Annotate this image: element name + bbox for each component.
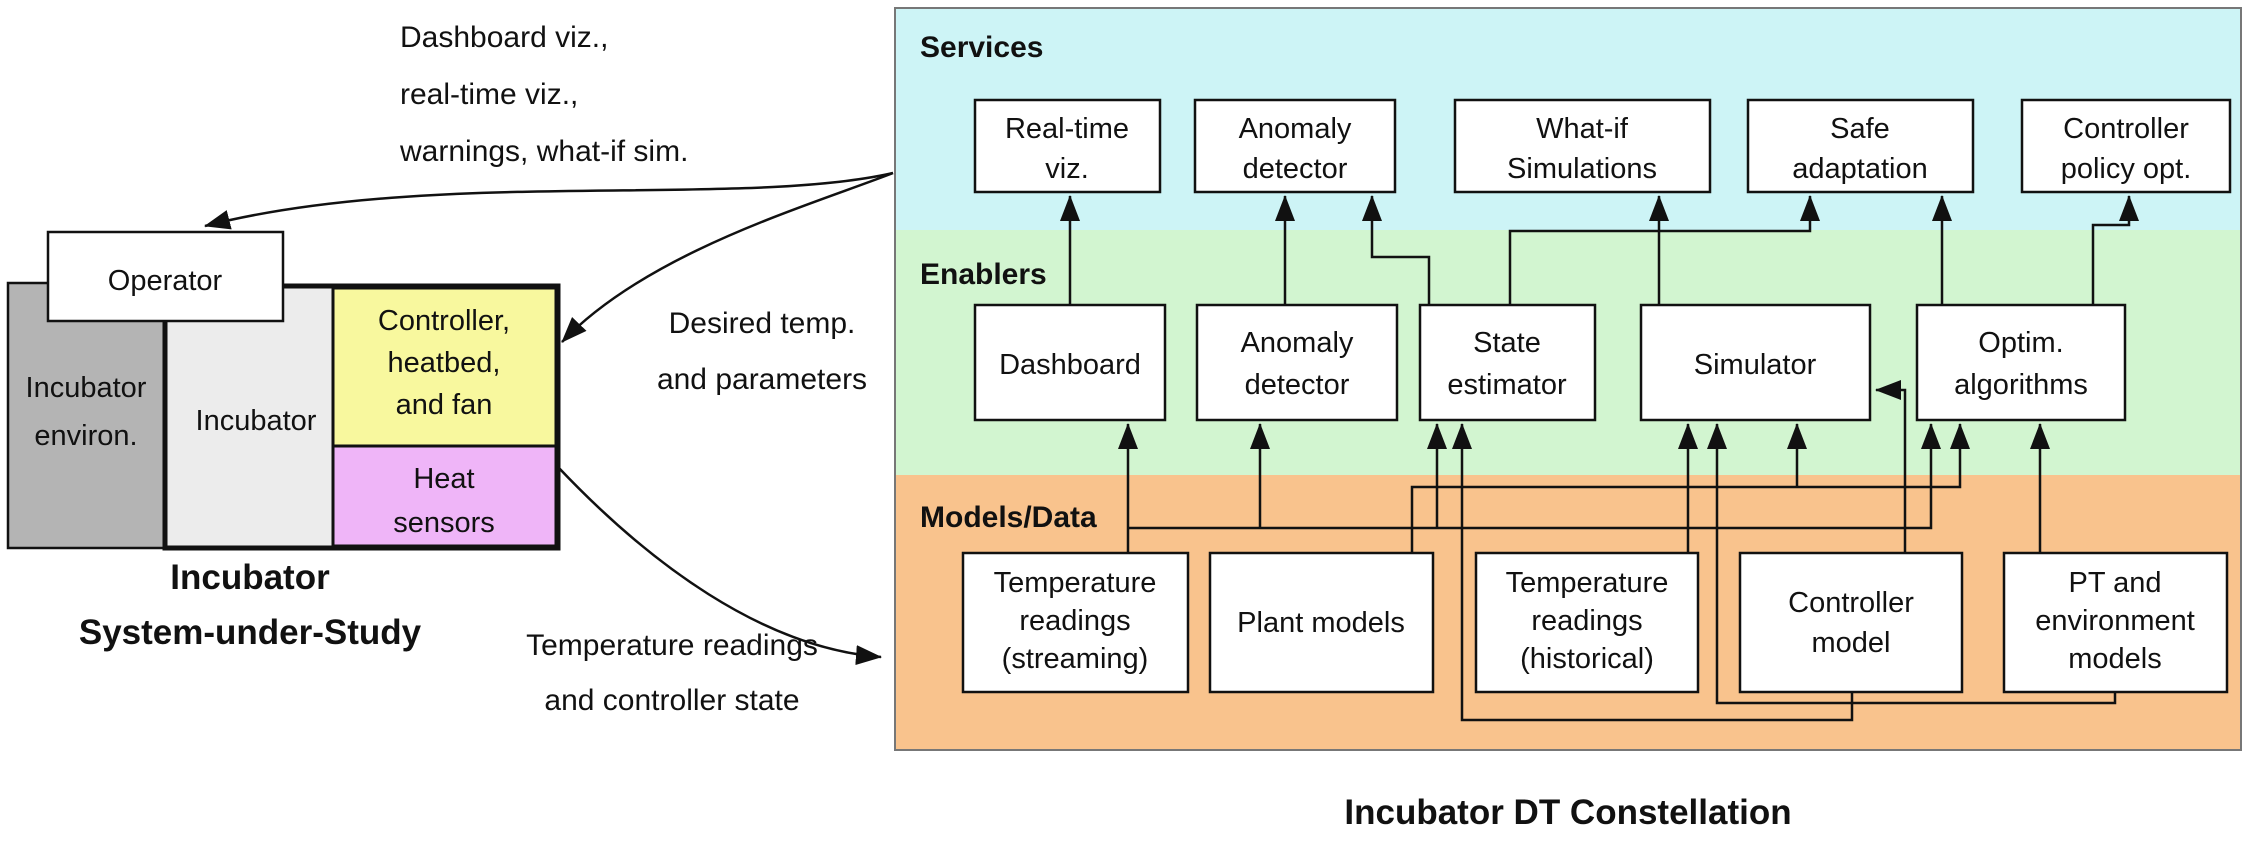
curve-dt-to-controller — [561, 171, 894, 343]
md-pt-environment-models-label: PT and — [2069, 567, 2162, 599]
sus-heat-sensors — [331, 444, 558, 548]
en-state-estimator-label: estimator — [1447, 369, 1567, 401]
en-optim-algorithms-label: algorithms — [1954, 369, 2088, 401]
band-label-services: Services — [920, 31, 1043, 64]
en-anomaly-detector-label: detector — [1245, 369, 1350, 401]
svc-anomaly-detector-label: detector — [1243, 153, 1348, 185]
md-temp-readings-streaming-label: readings — [1019, 605, 1130, 637]
svc-what-if-simulations-label: What-if — [1536, 113, 1629, 145]
svc-real-time-viz-label: Real-time — [1005, 113, 1129, 145]
md-temp-readings-historical-label: readings — [1531, 605, 1642, 637]
curve-sensors-to-dt — [557, 466, 882, 666]
en-simulator — [1639, 303, 1872, 422]
en-anomaly-detector — [1195, 303, 1399, 422]
sus-incubator-environ-label: environ. — [34, 420, 137, 452]
sus-controller-heatbed-fan-label: heatbed, — [388, 347, 501, 379]
md-temp-readings-historical-label: Temperature — [1506, 567, 1669, 599]
en-dashboard-label: Dashboard — [999, 349, 1141, 381]
en-state-estimator — [1418, 303, 1597, 422]
en-state-estimator-label: State — [1473, 327, 1541, 359]
svc-safe-adaptation-label: Safe — [1830, 113, 1890, 145]
svc-real-time-viz — [973, 98, 1162, 194]
annotation-dashboard-viz-line2: real-time viz., — [400, 78, 578, 111]
annotation-desired-temp-line1: Desired temp. — [669, 307, 856, 340]
svc-safe-adaptation-label: adaptation — [1792, 153, 1927, 185]
svc-controller-policy-opt-label: Controller — [2063, 113, 2189, 145]
md-plant-models — [1208, 551, 1435, 694]
arrow-plant-models-bus-to-optim — [1410, 423, 1970, 553]
svc-controller-policy-opt-label: policy opt. — [2061, 153, 2192, 185]
arrow-controller-model-to-simulator — [1875, 380, 1907, 553]
band-label-enablers: Enablers — [920, 258, 1047, 291]
svc-anomaly-detector — [1193, 98, 1397, 194]
en-optim-algorithms — [1915, 303, 2127, 422]
title-dt-constellation: Incubator DT Constellation — [1344, 793, 1791, 832]
sus-incubator-label: Incubator — [196, 405, 317, 437]
sus-operator — [46, 230, 285, 323]
title-sus-line2: System-under-Study — [79, 613, 422, 652]
en-simulator-label: Simulator — [1694, 349, 1817, 381]
svc-safe-adaptation — [1746, 98, 1975, 194]
sus-heat-sensors-label: sensors — [393, 507, 495, 539]
band-label-models-data: Models/Data — [920, 501, 1097, 534]
md-temp-readings-historical — [1474, 551, 1700, 694]
en-optim-algorithms-label: Optim. — [1978, 327, 2063, 359]
md-pt-environment-models — [2002, 551, 2229, 694]
sus-heat-sensors-label: Heat — [413, 463, 474, 495]
md-plant-models-label: Plant models — [1237, 607, 1405, 639]
annotation-desired-temp-line2: and parameters — [657, 363, 867, 396]
en-anomaly-detector-label: Anomaly — [1241, 327, 1354, 359]
arrow-pt-env-models-to-simulator — [1707, 423, 2117, 705]
sus-controller-heatbed-fan-label: and fan — [396, 389, 493, 421]
svc-real-time-viz-label: viz. — [1045, 153, 1089, 185]
title-sus-line1: Incubator — [170, 558, 330, 597]
md-pt-environment-models-label: environment — [2035, 605, 2195, 637]
md-temp-readings-streaming — [961, 551, 1190, 694]
arrow-streaming-bus-to-optim — [1128, 423, 1941, 530]
annotation-dashboard-viz-line3: warnings, what-if sim. — [399, 135, 688, 168]
md-controller-model-label: Controller — [1788, 587, 1914, 619]
md-temp-readings-historical-label: (historical) — [1520, 643, 1654, 675]
sus-incubator-environ — [6, 281, 167, 550]
sus-operator-label: Operator — [108, 265, 223, 297]
dt-panel-border — [894, 7, 2242, 751]
curve-dt-to-operator — [204, 171, 894, 230]
md-controller-model-label: model — [1812, 627, 1891, 659]
svc-controller-policy-opt — [2020, 98, 2232, 194]
arrow-state-estimator-to-anomaly-svc — [1362, 195, 1431, 305]
annotation-temp-readings-line2: and controller state — [544, 684, 799, 717]
md-controller-model — [1738, 551, 1964, 694]
arrow-optim-to-controller-policy-opt — [2091, 195, 2139, 305]
md-temp-readings-streaming-label: Temperature — [994, 567, 1157, 599]
svc-what-if-simulations — [1453, 98, 1712, 194]
annotation-dashboard-viz-line1: Dashboard viz., — [400, 21, 608, 54]
arrow-controller-model-to-state-estimator — [1452, 423, 1854, 722]
sus-incubator-environ-label: Incubator — [26, 372, 147, 404]
md-pt-environment-models-label: models — [2068, 643, 2162, 675]
svc-anomaly-detector-label: Anomaly — [1239, 113, 1352, 145]
svc-what-if-simulations-label: Simulations — [1507, 153, 1657, 185]
en-dashboard — [973, 303, 1167, 422]
sus-controller-heatbed-fan-label: Controller, — [378, 305, 510, 337]
md-temp-readings-streaming-label: (streaming) — [1002, 643, 1149, 675]
annotation-temp-readings-line1: Temperature readings — [526, 629, 818, 662]
